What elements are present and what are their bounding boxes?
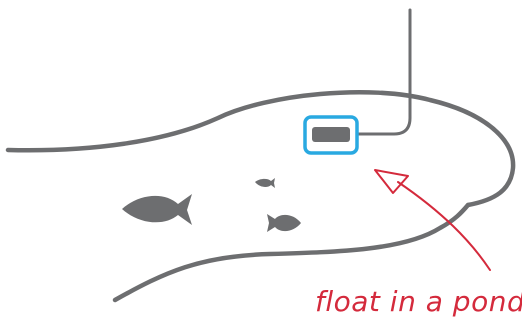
pond-outline-upper bbox=[5, 89, 516, 208]
float-sensor bbox=[303, 115, 359, 155]
annotation-label: float in a pond bbox=[315, 285, 522, 318]
fish-small-icon bbox=[255, 178, 275, 188]
fish-medium-icon bbox=[267, 214, 301, 232]
hand-drawn-arrow-icon bbox=[374, 169, 491, 271]
pond-outline-lower bbox=[112, 202, 471, 303]
fish-large-icon bbox=[122, 194, 192, 225]
float-body bbox=[312, 127, 350, 142]
float-highlight-frame bbox=[303, 115, 359, 155]
sensor-cable bbox=[355, 8, 412, 136]
